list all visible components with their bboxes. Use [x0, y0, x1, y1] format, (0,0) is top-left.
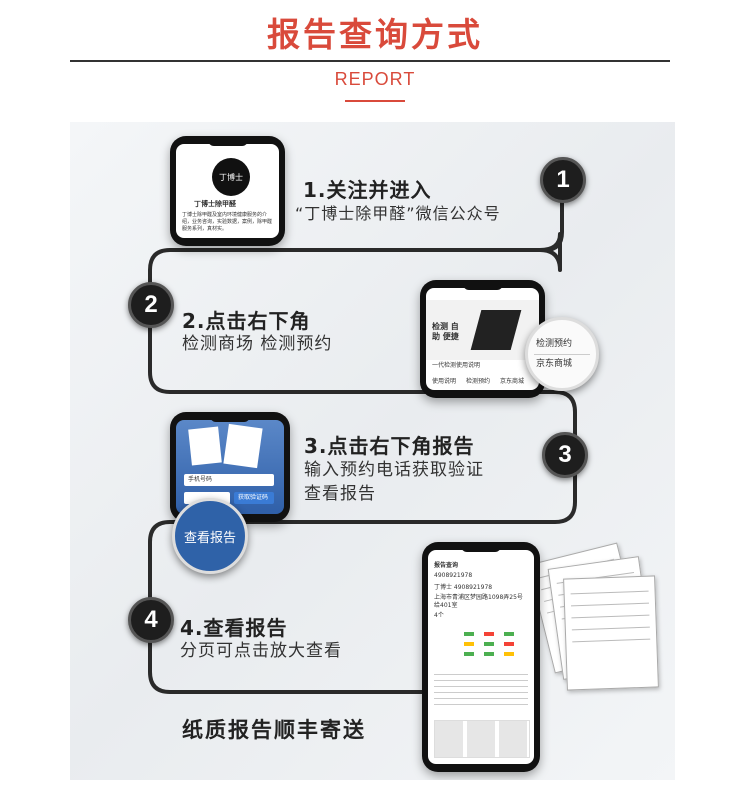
report-code: 4908921978 [434, 572, 473, 579]
step-1-title: 1.关注并进入 [303, 178, 432, 202]
report-address: 上海市青浦区梦园路1098弄25号给401室 [434, 594, 523, 609]
paper-report [563, 575, 659, 691]
account-intro: 丁博士除甲醛及室内环境健康服务的介绍，业务咨询，实验数据，案例，除甲醛服务系列，… [182, 212, 273, 232]
tab-usage[interactable]: 使用说明 [432, 378, 457, 385]
tab-booking[interactable]: 检测预约 [466, 378, 491, 385]
phone-step-2: 检测 自助 便捷 一代检测使用说明 使用说明 检测预约 京东商城 [420, 280, 545, 398]
get-code-button[interactable]: 获取验证码 [234, 492, 274, 504]
header-divider [70, 60, 670, 62]
step-4-title: 4.查看报告 [180, 616, 288, 640]
page-subtitle: REPORT [334, 69, 416, 89]
step-badge-1: 1 [540, 157, 586, 203]
step-3-title: 3.点击右下角报告 [304, 434, 475, 458]
report-text-block [434, 674, 528, 708]
report-thumb [223, 423, 263, 469]
magnifier-step-3: 查看报告 [172, 498, 248, 574]
page-title: 报告查询方式 [267, 15, 483, 54]
step-badge-3: 3 [542, 432, 588, 478]
subtitle-underline [345, 100, 405, 102]
menu-shop[interactable]: 京东商城 [536, 359, 573, 369]
step-2-desc: 检测商场 检测预约 [182, 334, 333, 354]
step-1-desc: “丁博士除甲醛”微信公众号 [295, 204, 501, 223]
report-count: 4个 [434, 612, 444, 619]
phone-step-1: 丁博士 丁博士除甲醛 丁博士除甲醛及室内环境健康服务的介绍，业务咨询，实验数据，… [170, 136, 285, 246]
report-thumbnails[interactable] [434, 720, 530, 758]
phone-step-4: 报告查询 4908921978 丁博士 4908921978 上海市青浦区梦园路… [422, 542, 540, 772]
phone-step-3: 手机号码 获取验证码 [170, 412, 290, 522]
report-header: 报告查询 [434, 562, 459, 569]
report-company: 丁博士 4908921978 [434, 584, 493, 591]
magnifier-step-2: 检测预约 京东商城 [525, 317, 599, 391]
logo-icon: 丁博士 [212, 158, 250, 196]
step-4-desc: 分页可点击放大查看 [180, 641, 342, 661]
step-badge-4: 4 [128, 597, 174, 643]
step-badge-2: 2 [128, 282, 174, 328]
banner-text: 检测 自助 便捷 [432, 322, 459, 341]
step-2-title: 2.点击右下角 [182, 309, 311, 333]
account-name: 丁博士除甲醛 [194, 200, 236, 208]
shipping-note: 纸质报告顺丰寄送 [182, 718, 366, 742]
phone-field[interactable]: 手机号码 [184, 474, 274, 486]
result-table [434, 628, 528, 668]
menu-booking[interactable]: 检测预约 [536, 339, 573, 349]
banner-caption: 一代检测使用说明 [432, 362, 481, 369]
step-3-desc-line-1: 输入预约电话获取验证 [304, 460, 484, 480]
steps-panel: 丁博士 丁博士除甲醛 丁博士除甲醛及室内环境健康服务的介绍，业务咨询，实验数据，… [70, 122, 675, 780]
view-report-button[interactable]: 查看报告 [183, 530, 236, 546]
tab-shop[interactable]: 京东商城 [500, 378, 525, 385]
step-3-desc-line-2: 查看报告 [304, 484, 376, 504]
report-thumb [188, 426, 222, 466]
